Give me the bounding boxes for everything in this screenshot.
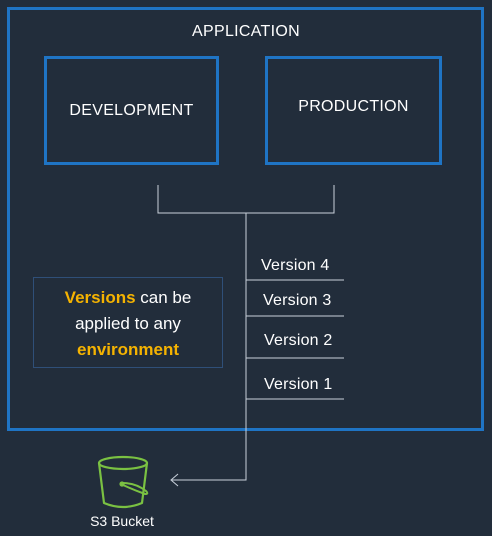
versions-note: Versions can be applied to any environme…: [33, 277, 223, 368]
arrow-head-icon: [170, 473, 179, 487]
environment-bracket: [157, 185, 335, 214]
note-versions-highlight: Versions: [64, 288, 136, 307]
note-line-2: applied to any: [75, 314, 181, 333]
trunk-line: [172, 213, 247, 481]
note-environment-highlight: environment: [76, 340, 180, 359]
version-4-label: Version 4: [261, 257, 330, 274]
note-line-1-rest: can be: [135, 288, 192, 307]
s3-bucket-label: S3 Bucket: [90, 513, 154, 529]
version-1-label: Version 1: [264, 376, 333, 393]
development-environment-box: DEVELOPMENT: [44, 56, 219, 165]
version-3-label: Version 3: [263, 292, 332, 309]
production-environment-box: PRODUCTION: [265, 56, 442, 165]
development-label: DEVELOPMENT: [69, 101, 194, 119]
application-title: APPLICATION: [192, 23, 300, 40]
version-2-label: Version 2: [264, 332, 333, 349]
s3-bucket-icon: [97, 455, 149, 509]
note-line-1: Versions can be: [34, 285, 222, 311]
production-label: PRODUCTION: [298, 97, 409, 115]
